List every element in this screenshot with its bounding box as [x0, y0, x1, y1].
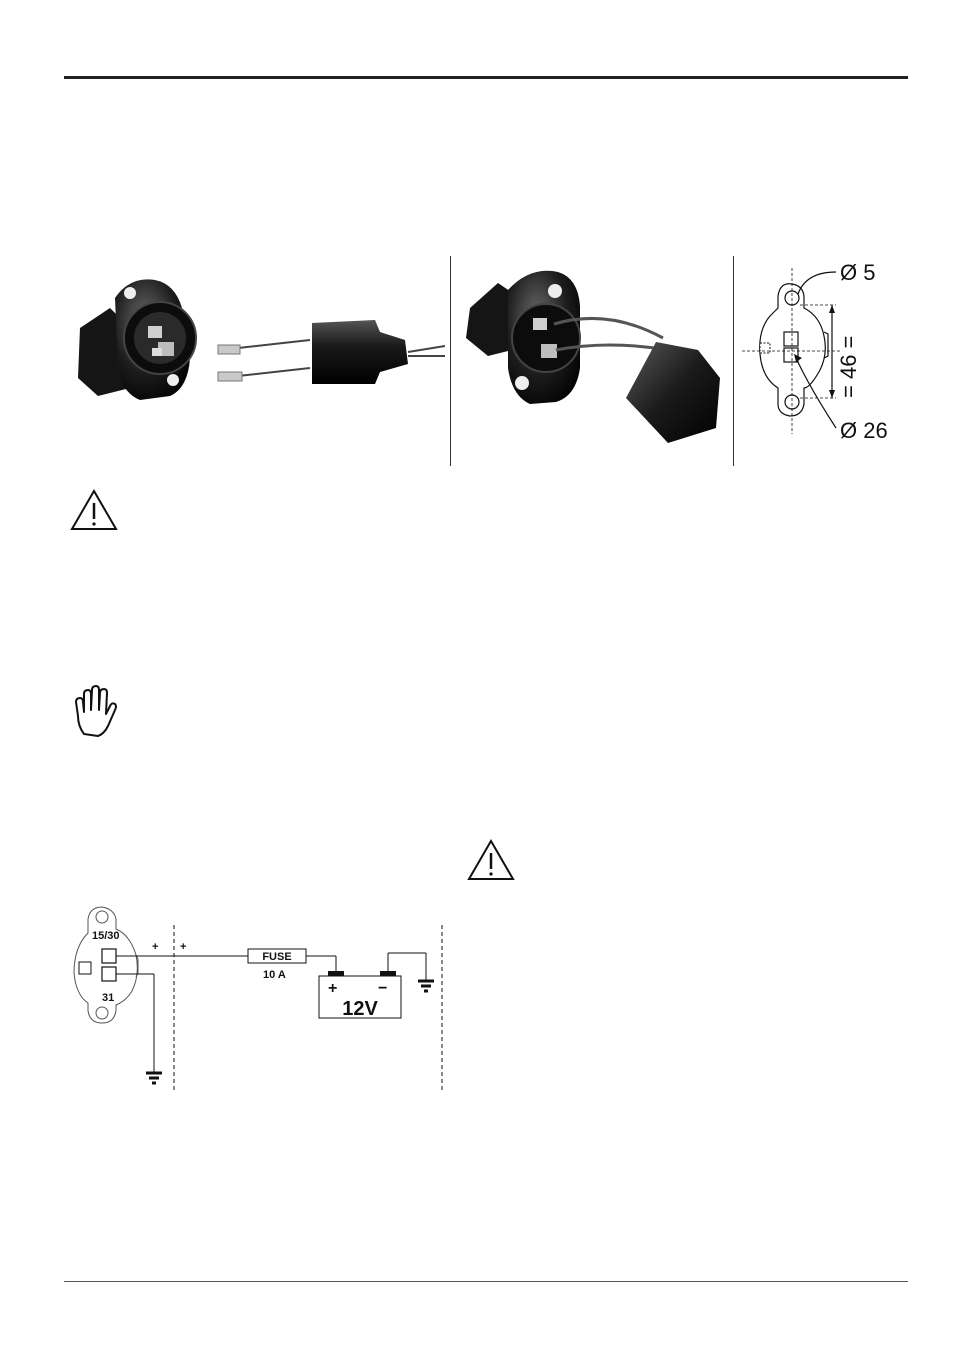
- socket-diameter-label: Ø 26: [840, 418, 888, 443]
- terminal-bottom-label: 31: [102, 992, 114, 1004]
- top-rule: [64, 76, 908, 79]
- plus-right-label: +: [180, 941, 186, 953]
- warning-triangle-icon: [467, 839, 515, 881]
- column-divider: [733, 256, 734, 466]
- plus-left-label: +: [152, 941, 158, 953]
- photo-socket-and-plug: [70, 268, 446, 418]
- bottom-rule: [64, 1281, 908, 1282]
- battery-plus-label: +: [328, 980, 337, 997]
- wiring-diagram: 15/30 31 + + FUSE 10 A + − 12V: [70, 905, 450, 1095]
- battery-voltage-label: 12V: [342, 998, 378, 1020]
- fuse-label: FUSE: [262, 951, 291, 963]
- mounting-spacing-label: = 46 =: [836, 336, 861, 398]
- mounting-dimension-drawing: Ø 5 Ø 26 = 46 =: [740, 258, 910, 448]
- stop-hand-icon: [72, 685, 118, 738]
- fuse-rating-label: 10 A: [263, 969, 286, 981]
- hole-diameter-label: Ø 5: [840, 260, 875, 285]
- warning-triangle-icon: [70, 489, 118, 531]
- battery-minus-label: −: [378, 980, 387, 997]
- terminal-top-label: 15/30: [92, 930, 120, 942]
- photo-plug-inserted: [458, 268, 726, 443]
- column-divider: [450, 256, 451, 466]
